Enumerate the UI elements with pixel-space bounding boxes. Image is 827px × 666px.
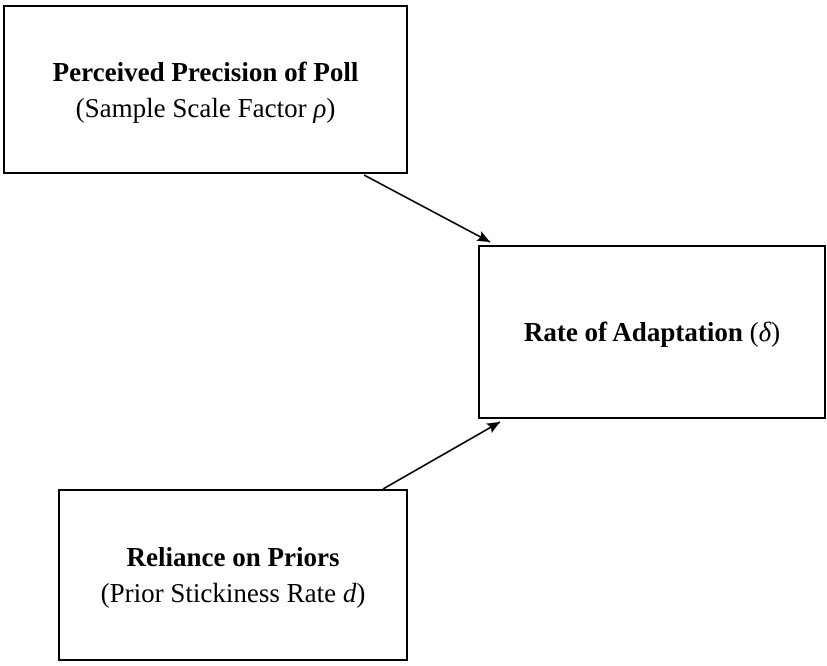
subtitle-text: (Sample Scale Factor <box>75 92 314 123</box>
edge-reliance-on-priors-to-rate-of-adaptation <box>382 421 501 490</box>
node-rate-of-adaptation: Rate of Adaptation (δ) <box>478 245 826 419</box>
node-subtitle: (Sample Scale Factor ρ) <box>76 90 336 126</box>
node-title: Reliance on Priors <box>126 542 340 572</box>
d-symbol: d <box>342 578 357 608</box>
node-perceived-precision-of-poll: Perceived Precision of Poll (Sample Scal… <box>3 5 408 174</box>
node-title-line: Rate of Adaptation (δ) <box>524 314 780 350</box>
subtitle-close-paren: ) <box>356 578 366 608</box>
node-title: Rate of Adaptation <box>523 317 743 347</box>
subtitle-open-paren: ( <box>742 317 759 347</box>
rho-symbol: ρ <box>313 92 327 123</box>
subtitle-close-paren: ) <box>326 92 336 123</box>
node-reliance-on-priors: Reliance on Priors (Prior Stickiness Rat… <box>58 489 408 661</box>
delta-symbol: δ <box>758 317 772 347</box>
subtitle-text: (Prior Stickiness Rate <box>100 578 343 608</box>
edge-perceived-precision-to-rate-of-adaptation <box>363 174 491 243</box>
node-title: Perceived Precision of Poll <box>52 56 359 87</box>
node-subtitle: (Prior Stickiness Rate d) <box>101 575 366 611</box>
subtitle-close-paren: ) <box>771 317 781 347</box>
